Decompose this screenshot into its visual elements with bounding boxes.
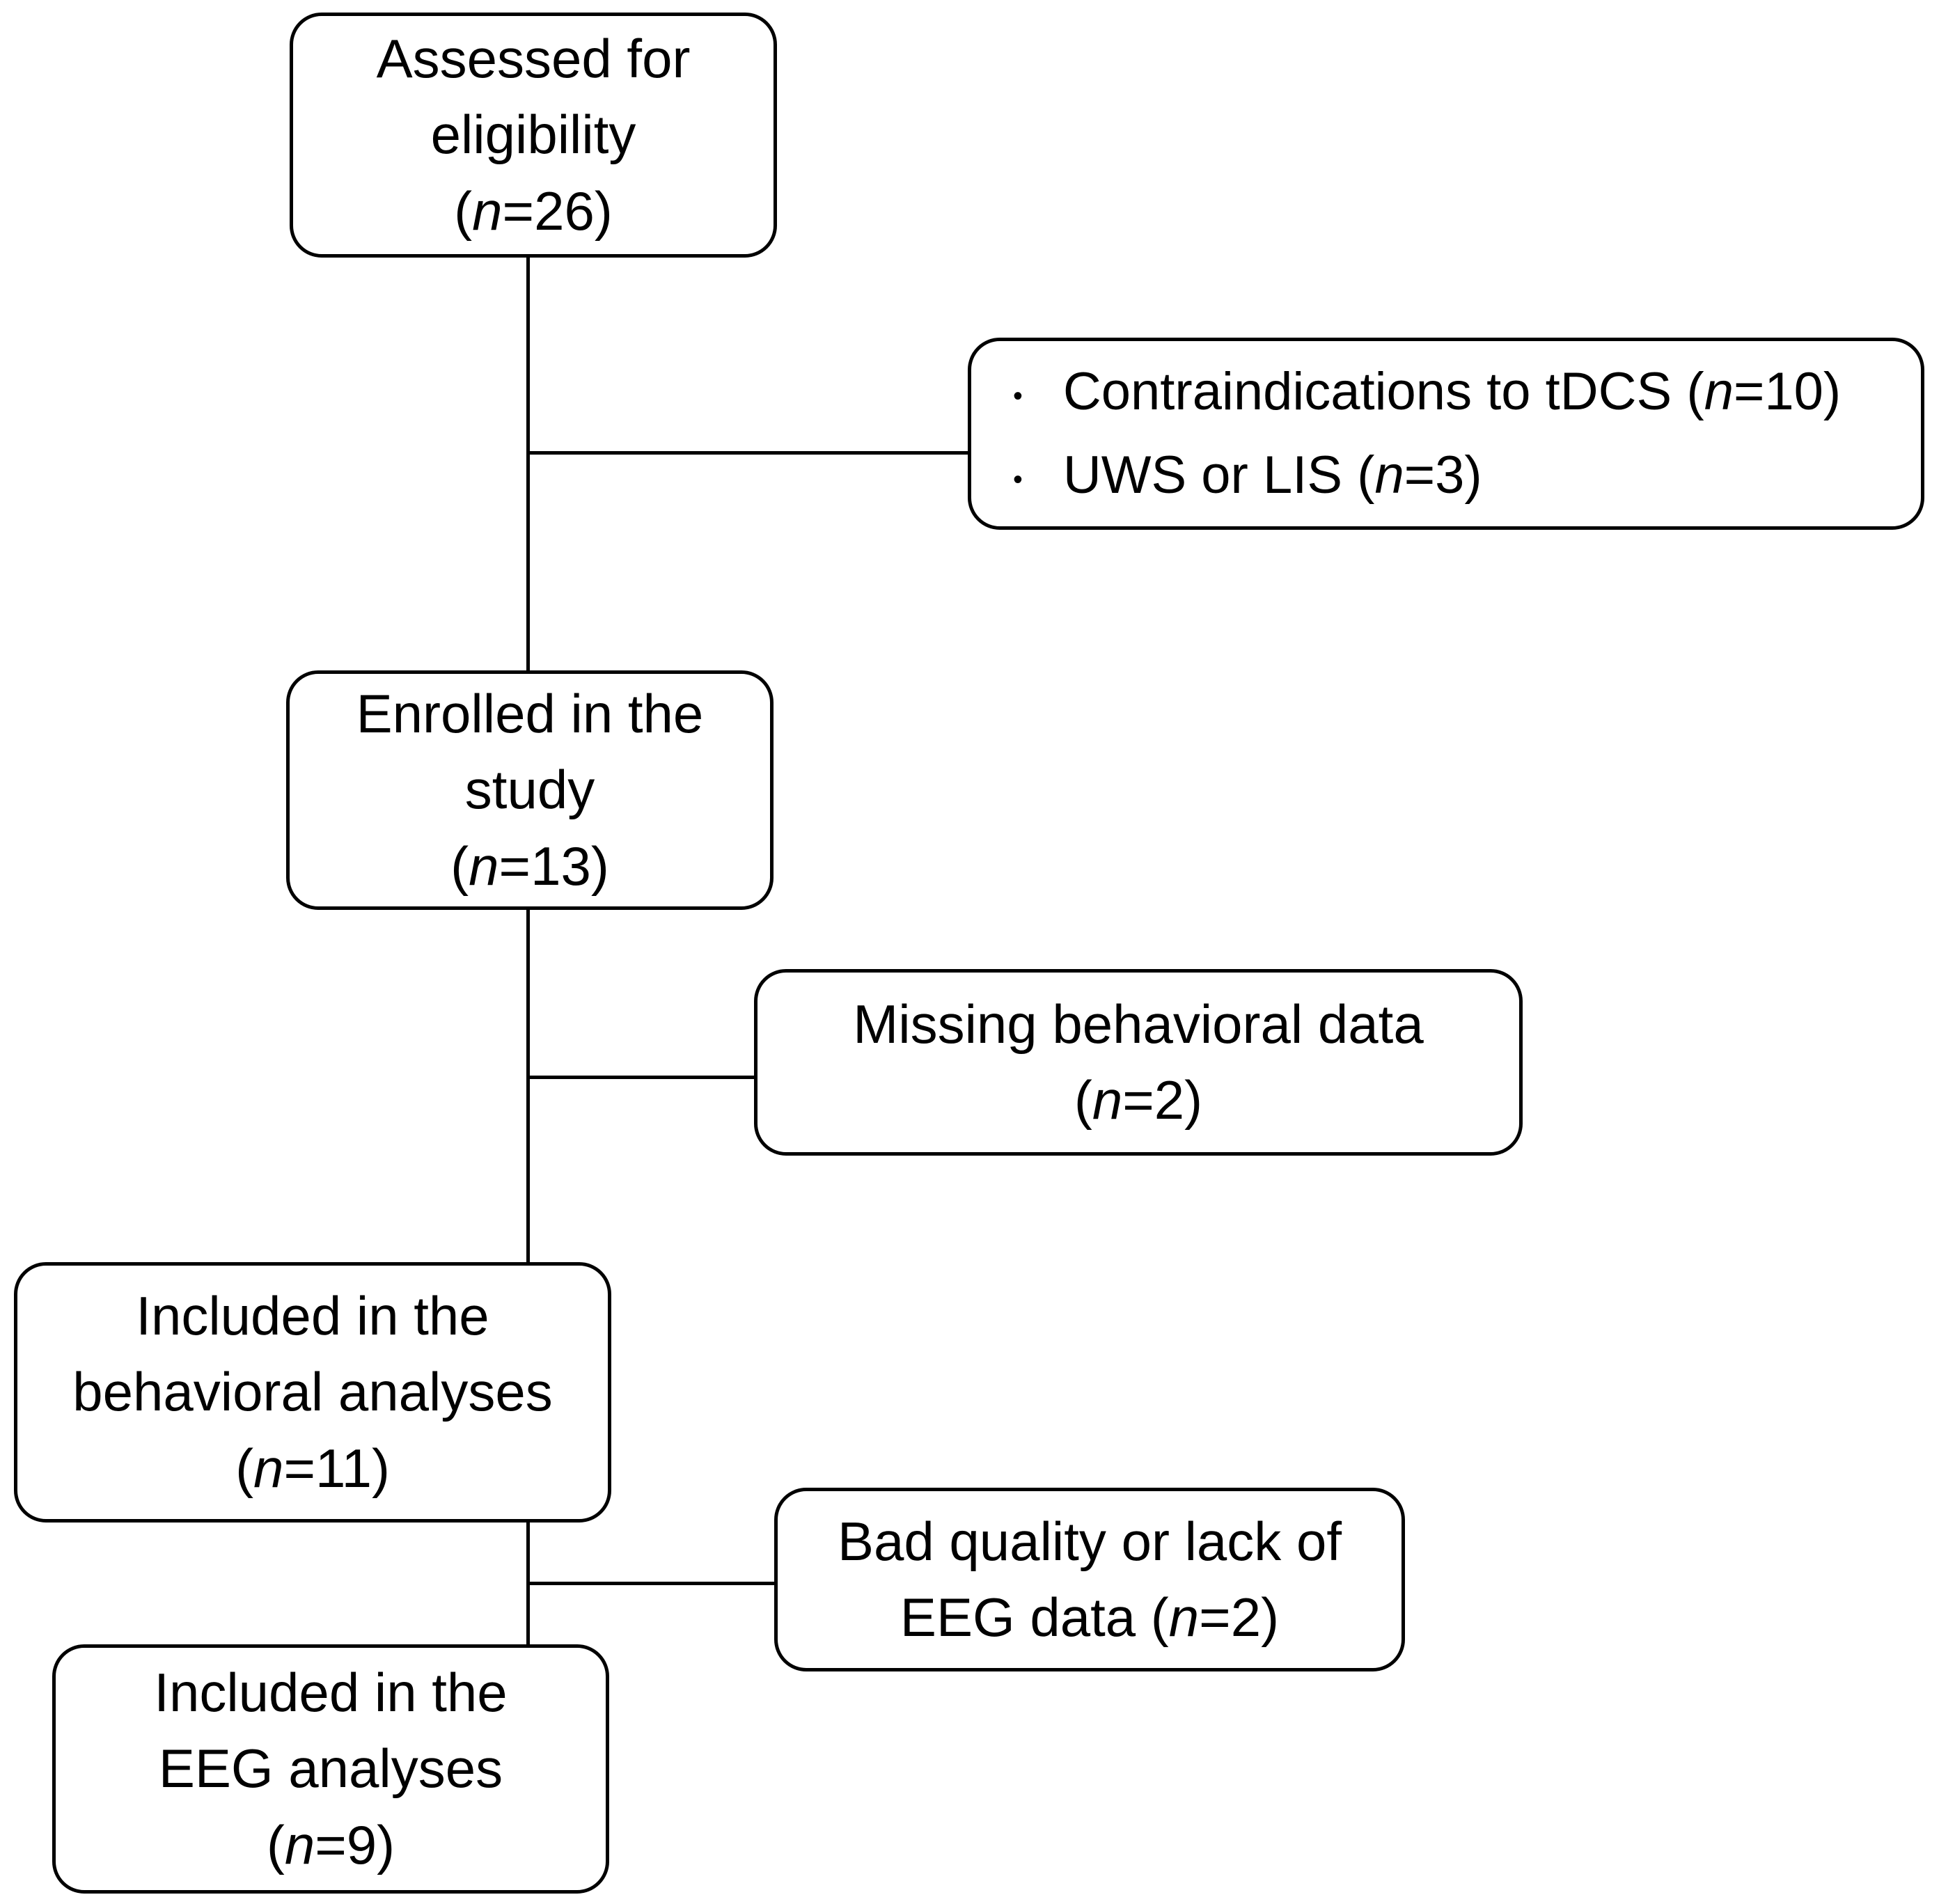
count-open: ( <box>235 1437 254 1499</box>
count-open: ( <box>450 835 469 897</box>
bullet-icon: • <box>1013 464 1023 495</box>
node-count-line: (n=9) <box>267 1807 395 1883</box>
node-text-line: Missing behavioral data <box>853 993 1424 1055</box>
node-count-line: (n=2) <box>1074 1062 1202 1138</box>
connector-behavioral-to-eeg <box>526 1522 530 1649</box>
node-text-line: Included in the <box>136 1285 489 1347</box>
count-rest: =13) <box>498 835 609 897</box>
node-text-line: eligibility <box>430 104 636 166</box>
node-text-line: behavioral analyses <box>72 1361 553 1423</box>
count-open: ( <box>1074 1069 1092 1131</box>
node-text-line: Enrolled in the <box>356 683 704 745</box>
node-bad-quality-eeg: Bad quality or lack of EEG data (n=2) <box>774 1488 1405 1671</box>
count-rest: =9) <box>315 1813 395 1875</box>
count-open: ( <box>454 180 473 242</box>
node-text-line: study <box>464 759 595 821</box>
node-count-line: (n=26) <box>454 173 613 249</box>
exclusion-text: UWS or LIS (n=3) <box>1062 446 1482 505</box>
node-enrolled-in-study: Enrolled in the study (n=13) <box>286 670 774 910</box>
count-n: n <box>253 1437 284 1499</box>
node-text-line: EEG analyses <box>158 1738 503 1800</box>
node-text-line: Included in the <box>154 1662 508 1724</box>
node-exclusion-reasons: • Contraindications to tDCS (n=10) • UWS… <box>968 338 1924 530</box>
connector-branch-badquality <box>526 1582 777 1585</box>
count-n: n <box>472 180 503 242</box>
node-text-line: Assessed for <box>376 28 691 90</box>
node-included-behavioral-analyses: Included in the behavioral analyses (n=1… <box>14 1262 611 1523</box>
exclusion-text: Contraindications to tDCS (n=10) <box>1062 361 1842 421</box>
count-n: n <box>1374 446 1404 505</box>
connector-assessed-to-enrolled <box>526 256 530 674</box>
count-n: n <box>284 1813 315 1875</box>
node-included-eeg-analyses: Included in the EEG analyses (n=9) <box>52 1644 609 1894</box>
count-n: n <box>469 835 499 897</box>
node-text-line: EEG data (n=2) <box>900 1587 1280 1648</box>
exclusion-item: • UWS or LIS (n=3) <box>1013 434 1893 517</box>
count-rest: =2) <box>1122 1069 1203 1131</box>
count-n: n <box>1092 1069 1123 1131</box>
node-missing-behavioral-data: Missing behavioral data (n=2) <box>754 969 1523 1156</box>
connector-enrolled-to-behavioral <box>526 909 530 1266</box>
count-rest: =11) <box>283 1437 390 1499</box>
count-rest: =26) <box>502 180 613 242</box>
connector-branch-missing <box>526 1076 756 1079</box>
count-n: n <box>1704 361 1734 421</box>
exclusion-item: • Contraindications to tDCS (n=10) <box>1013 350 1893 434</box>
connector-branch-exclusions <box>526 451 972 455</box>
node-count-line: (n=11) <box>235 1431 390 1506</box>
count-rest: =2) <box>1199 1587 1280 1648</box>
count-open: ( <box>1150 1587 1169 1648</box>
node-text-line: Bad quality or lack of <box>837 1510 1342 1572</box>
node-count-line: (n=13) <box>450 828 609 904</box>
bullet-icon: • <box>1013 380 1023 411</box>
node-assessed-for-eligibility: Assessed for eligibility (n=26) <box>290 13 777 258</box>
count-n: n <box>1168 1587 1200 1648</box>
count-open: ( <box>266 1813 285 1875</box>
